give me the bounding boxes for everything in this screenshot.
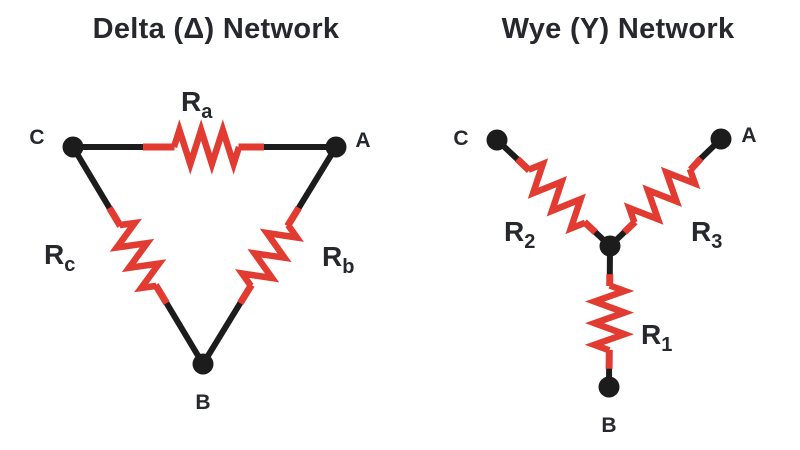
resistor-rb-label: Rb — [322, 241, 354, 278]
resistor-rb-lead-top — [284, 205, 302, 228]
wye-title: Wye (Y) Network — [502, 13, 735, 45]
delta-wire-left-lower — [163, 300, 206, 367]
resistor-rb-lead-bottom — [237, 283, 255, 306]
delta-wire-left-upper — [70, 144, 113, 211]
wye-node-c-label: C — [453, 127, 468, 150]
delta-resistor-bodies — [109, 119, 304, 293]
resistor-r2-lead-bottom — [582, 219, 598, 235]
delta-node-a-dot — [325, 136, 347, 158]
resistor-r3-lead-bottom — [621, 219, 638, 235]
resistor-r1-label: R1 — [641, 319, 672, 356]
delta-node-a-label: A — [355, 129, 370, 152]
resistor-r2-label: R2 — [504, 216, 535, 253]
delta-network — [62, 119, 347, 375]
delta-wire-right-upper — [295, 144, 339, 211]
resistor-rc-label-base: R — [44, 239, 64, 270]
resistor-r1-zigzag — [584, 282, 635, 354]
resistor-rb-label-sub: b — [342, 256, 354, 278]
resistor-ra-label: Ra — [181, 86, 213, 123]
resistor-rc-zigzag — [109, 218, 167, 293]
resistor-rc-label-sub: c — [64, 254, 75, 276]
delta-node-c-dot — [62, 136, 84, 158]
resistor-r3-label: R3 — [691, 216, 722, 253]
delta-node-c-label: C — [29, 126, 44, 149]
resistor-r1-label-base: R — [641, 319, 661, 350]
delta-wires — [70, 144, 339, 367]
resistor-rc-label: Rc — [44, 239, 75, 276]
wye-resistor-leads — [514, 155, 704, 369]
resistor-r3-label-sub: 3 — [711, 231, 722, 253]
resistor-r3-label-base: R — [691, 216, 711, 247]
resistor-r2-zigzag — [527, 158, 587, 235]
delta-title: Delta (Δ) Network — [93, 13, 340, 45]
resistor-ra-label-base: R — [181, 86, 201, 117]
delta-nodes — [62, 136, 347, 375]
resistor-r2-label-base: R — [504, 216, 524, 247]
resistor-r3-zigzag — [623, 166, 701, 225]
resistor-r3-lead-top — [688, 155, 704, 173]
resistor-ra-zigzag — [170, 119, 243, 175]
resistor-r2-lead-top — [514, 156, 532, 173]
wye-center-junction-dot — [599, 235, 621, 257]
wye-nodes — [486, 128, 732, 398]
resistor-r2-label-sub: 2 — [524, 231, 535, 253]
resistor-rc-lead-bottom — [152, 283, 170, 306]
resistor-ra-label-sub: a — [201, 101, 213, 123]
figure-labels: Delta (Δ) Network Wye (Y) Network C A B … — [29, 13, 756, 437]
resistor-rb-label-base: R — [322, 241, 342, 272]
wye-resistor-bodies — [527, 158, 701, 354]
wye-node-b-dot — [598, 376, 620, 398]
wye-node-c-dot — [486, 129, 508, 151]
resistor-r1-label-sub: 1 — [661, 334, 672, 356]
delta-node-b-label: B — [195, 391, 210, 414]
wye-node-a-label: A — [741, 124, 756, 147]
delta-wire-right-lower — [200, 300, 244, 367]
wye-network — [486, 128, 732, 398]
resistor-rc-lead-top — [106, 205, 124, 228]
wye-node-b-label: B — [601, 414, 616, 437]
delta-node-b-dot — [192, 353, 214, 375]
delta-resistor-leads — [106, 143, 302, 306]
wye-node-a-dot — [710, 128, 732, 150]
resistor-rb-zigzag — [235, 223, 304, 288]
